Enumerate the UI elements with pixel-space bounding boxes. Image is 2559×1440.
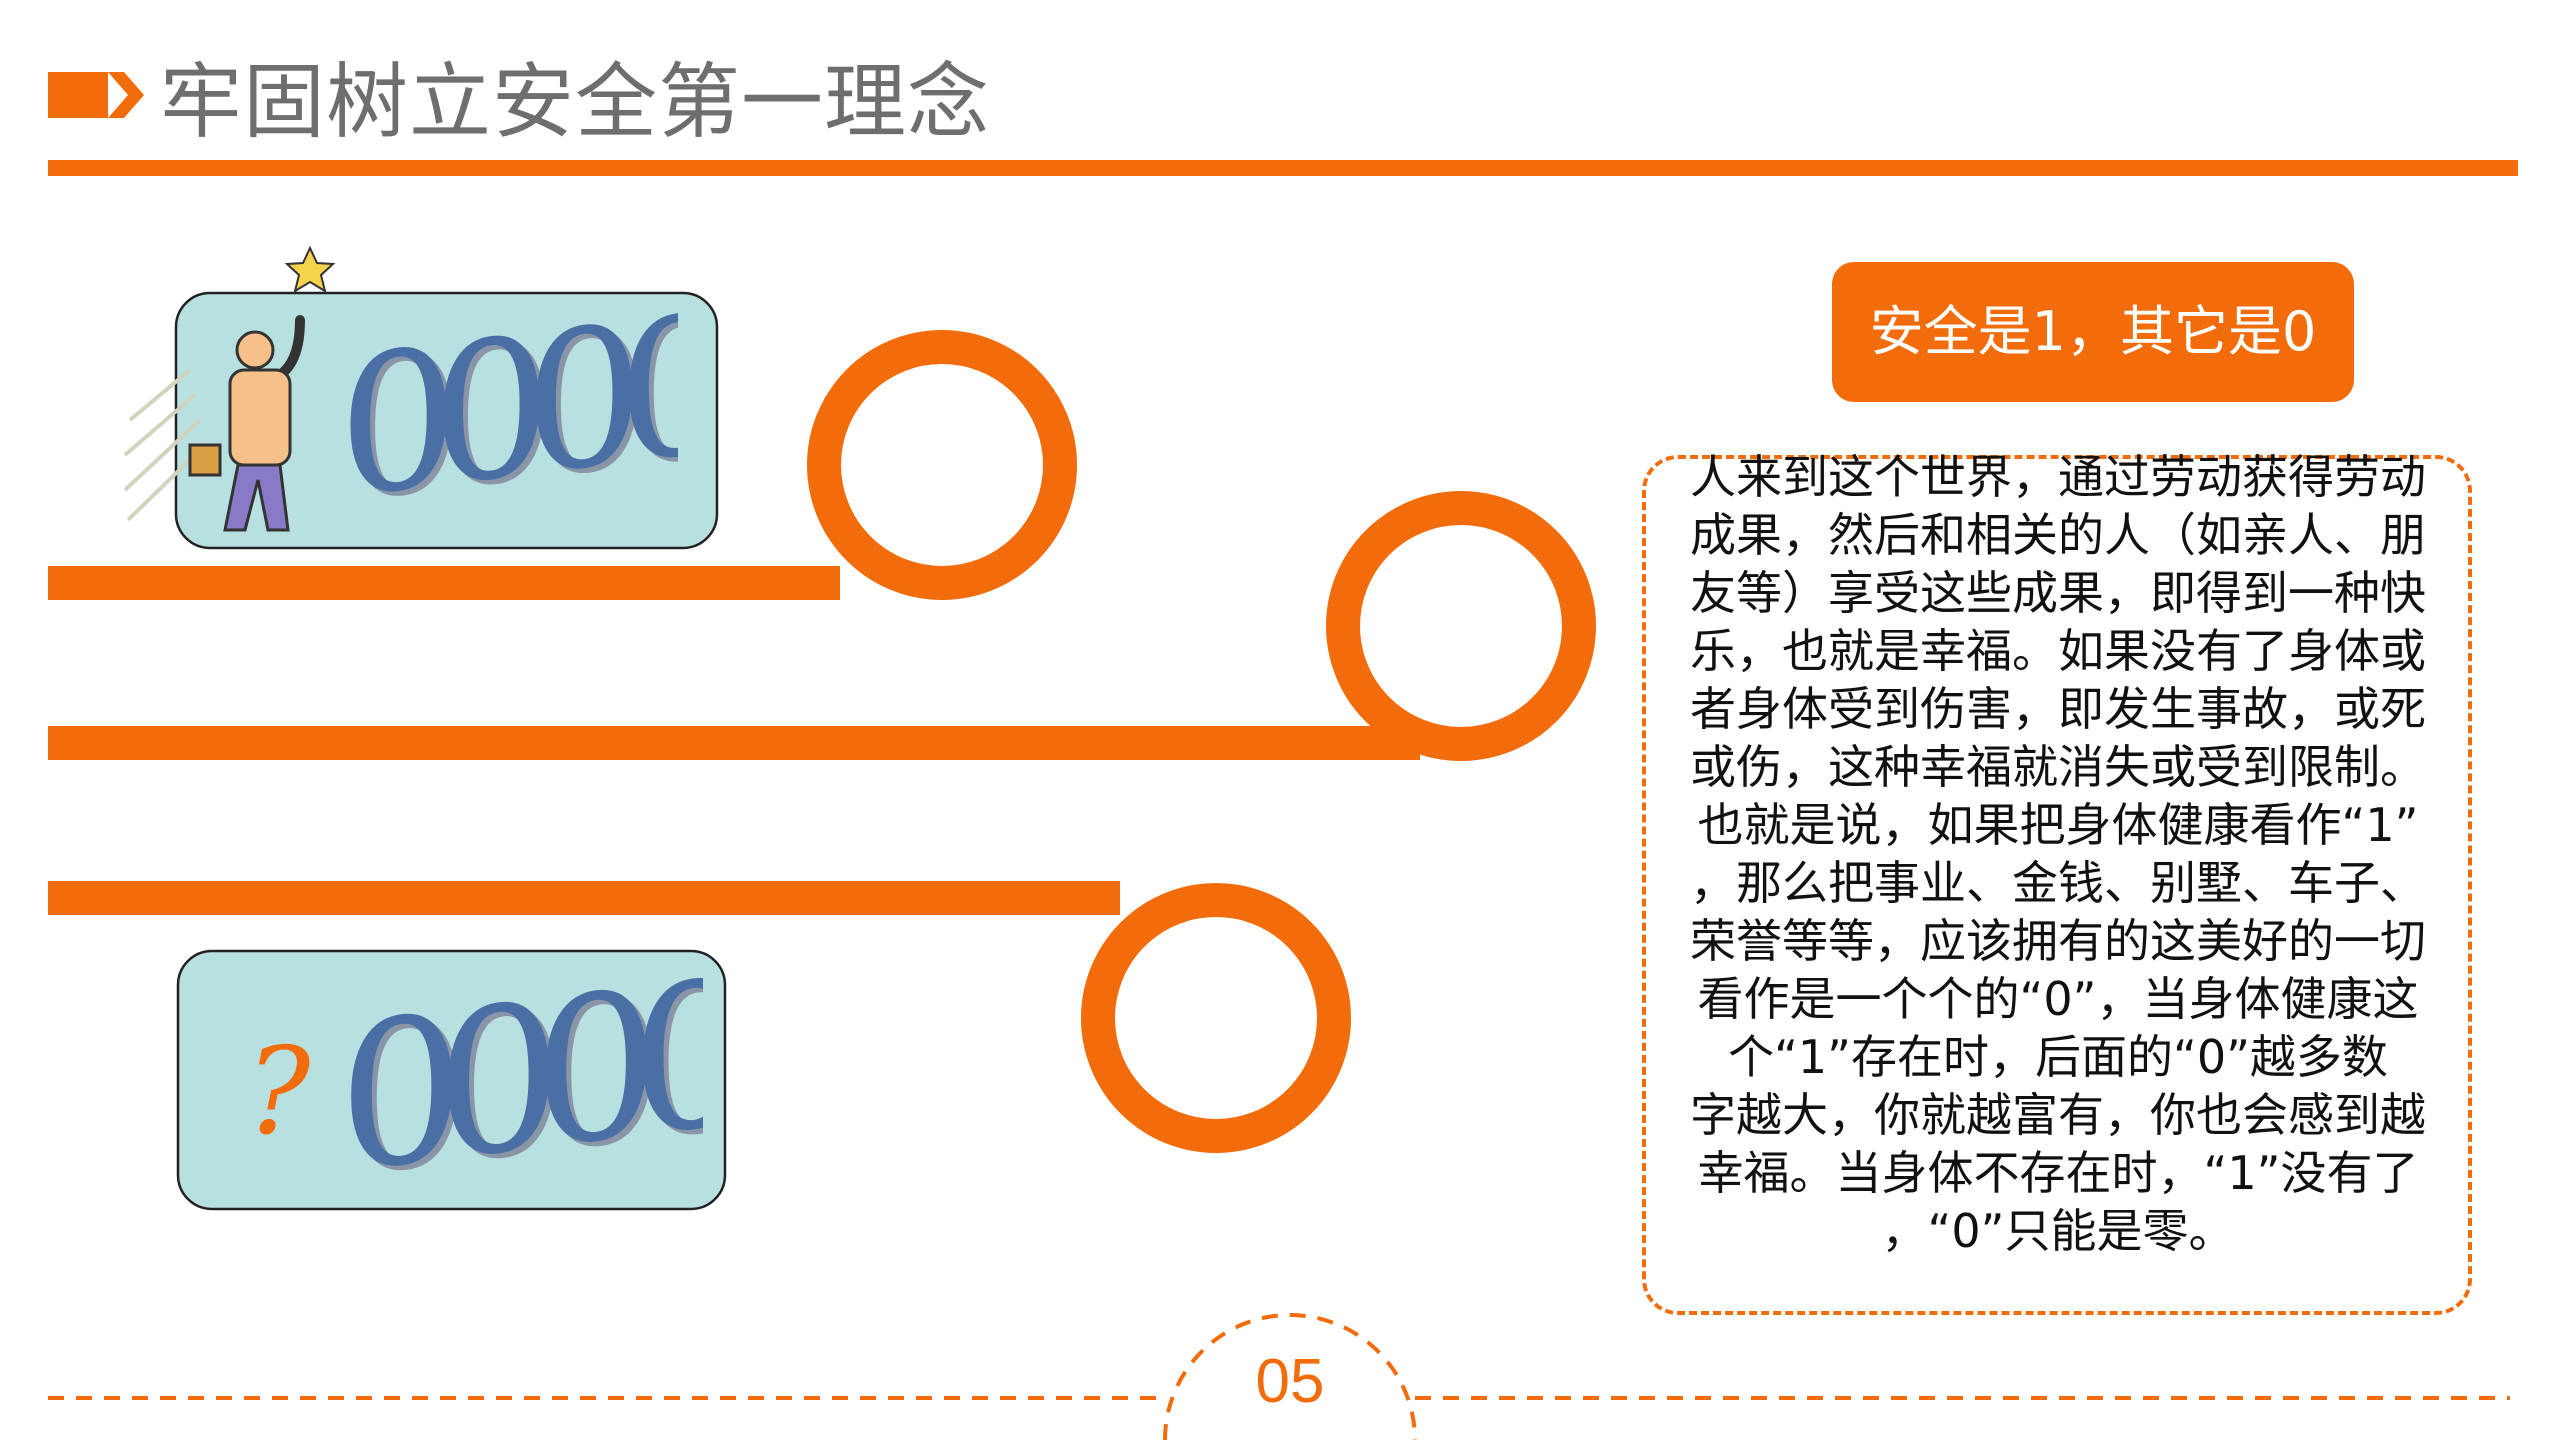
top-zeros: 000000 [338,274,678,541]
question-mark: ? [246,1023,311,1162]
text-box-border [1642,455,2472,1315]
page-title: 牢固树立安全第一理念 [160,55,991,150]
person-reaching-icon [188,315,305,532]
header-divider [48,160,2518,176]
bottom-zeros: 000000 [338,937,703,1219]
star-icon [284,245,336,294]
bottom-panel [176,949,727,1211]
top-panel [123,245,719,550]
footer-decoration [48,1313,2510,1440]
key-message-badge: 安全是1，其它是0 [1832,262,2354,402]
body-paragraph: 人来到这个世界，通过劳动获得劳动 成果，然后和相关的人（如亲人、朋 友等）享受这… [1690,450,2426,1258]
winding-track [48,330,1596,1153]
chevron-right-icon [48,72,144,118]
page-number: 05 [1255,1347,1325,1416]
